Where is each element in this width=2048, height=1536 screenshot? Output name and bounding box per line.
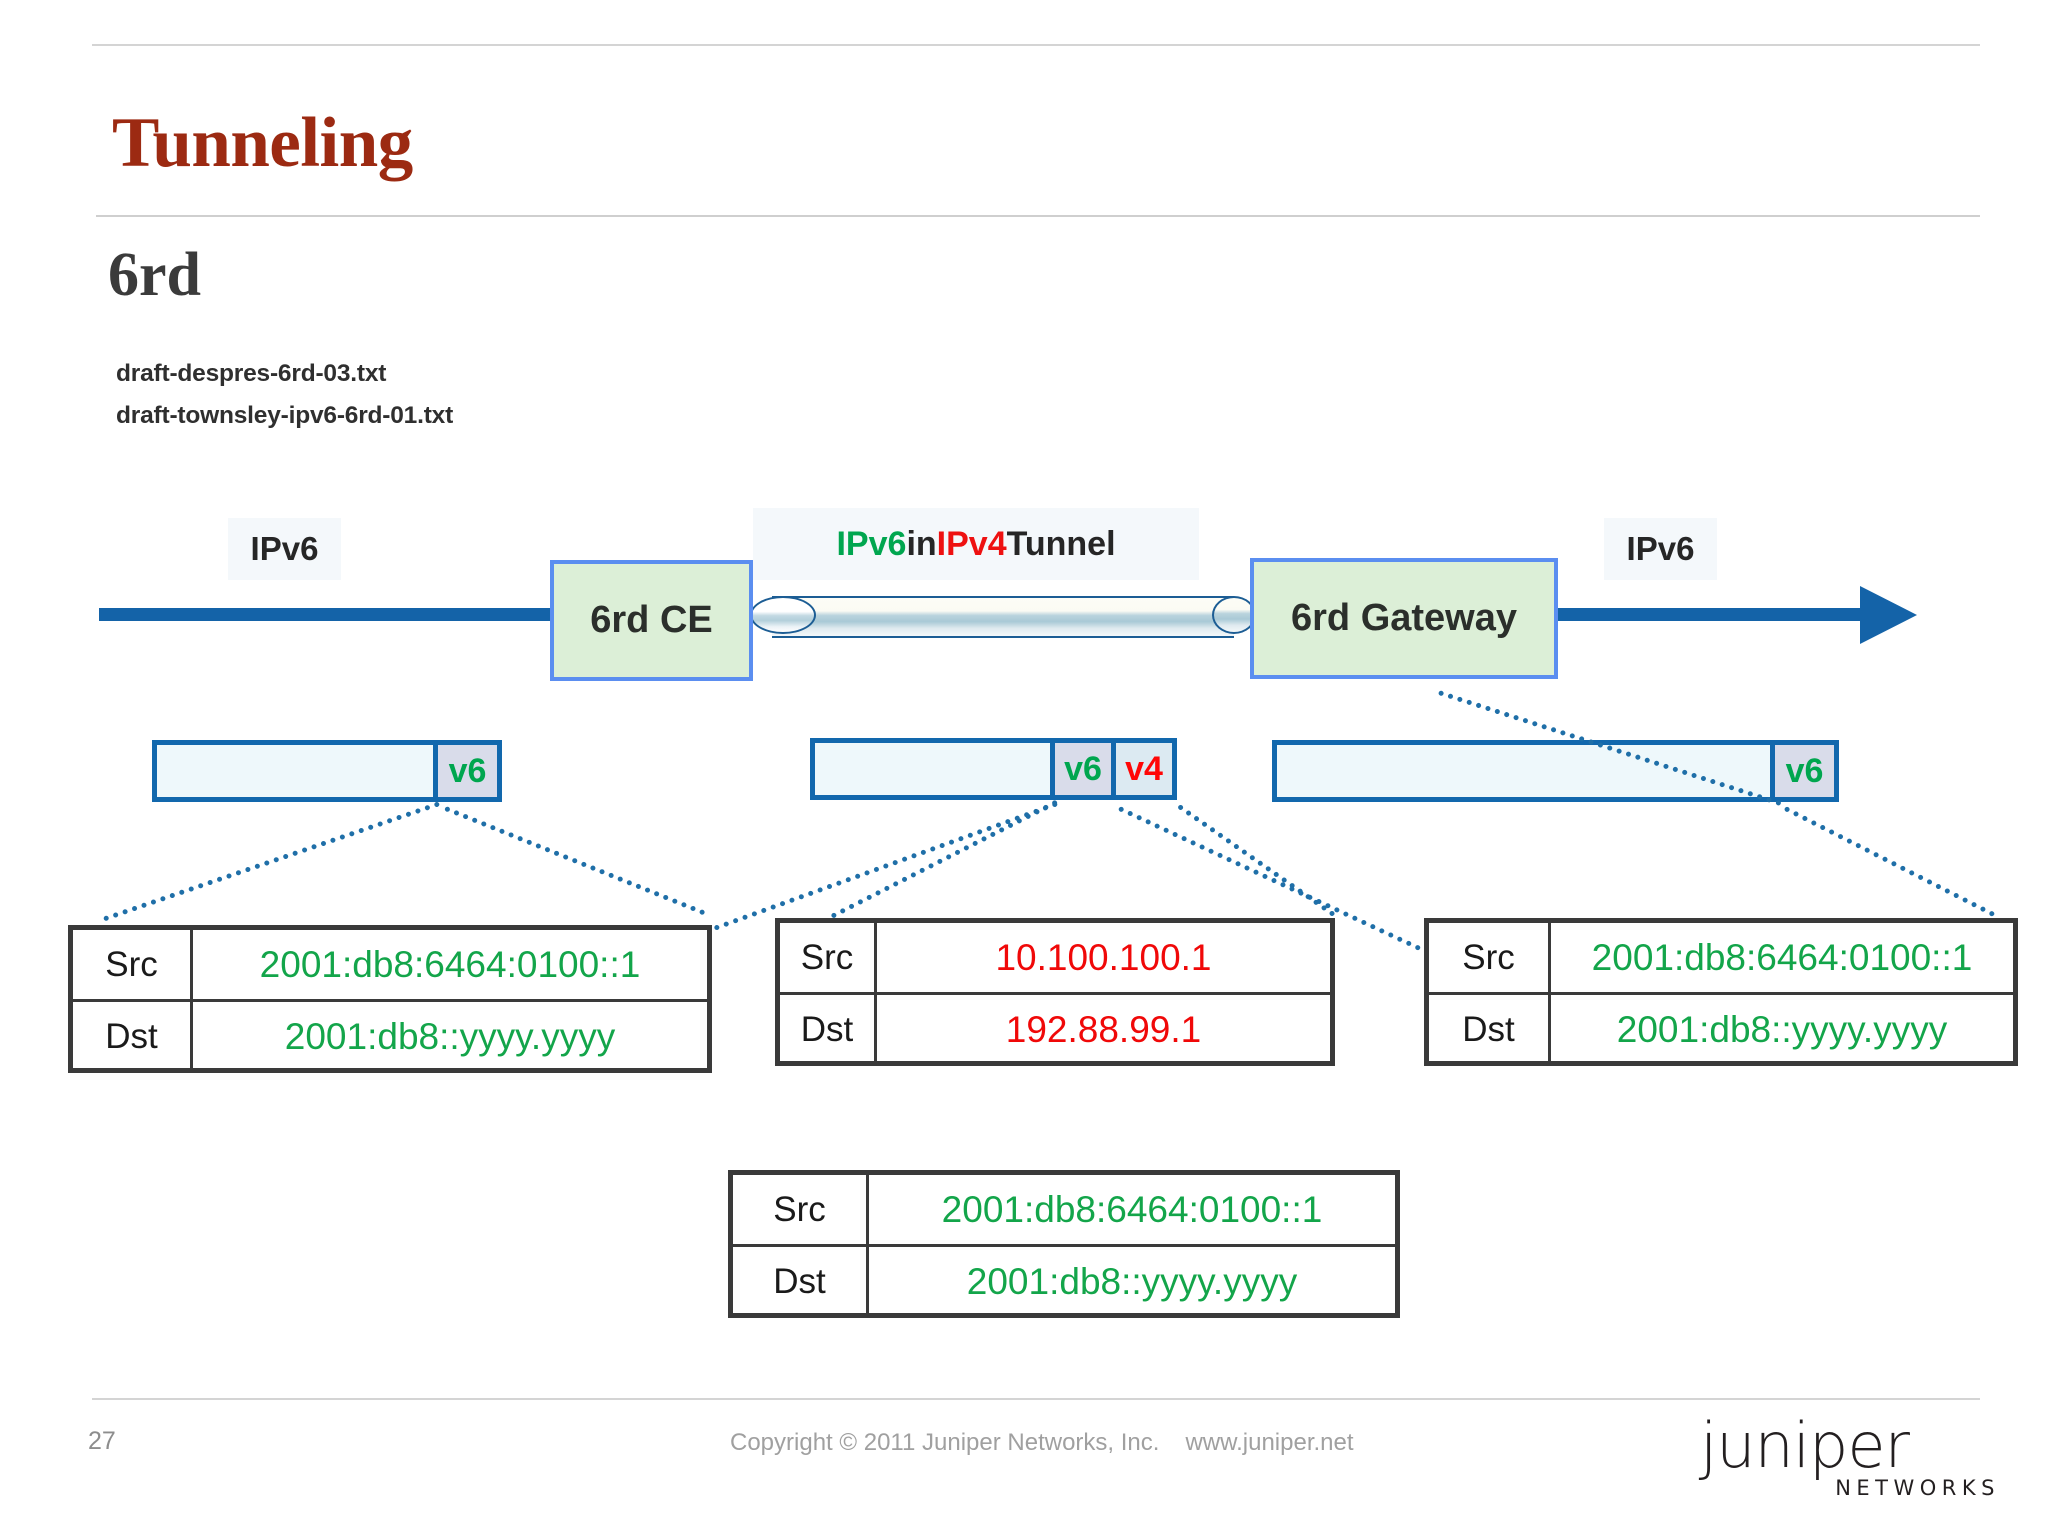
header-divider bbox=[92, 44, 1980, 46]
copyright-text: Copyright © 2011 Juniper Networks, Inc. bbox=[730, 1429, 1160, 1456]
table-row: Src 2001:db8:6464:0100::1 bbox=[1429, 923, 2013, 995]
packet-header-v4: v4 bbox=[1116, 738, 1177, 800]
packet-header-v6: v6 bbox=[1055, 738, 1116, 800]
table-cell-key: Dst bbox=[780, 995, 877, 1064]
tunnel-cap-left bbox=[750, 596, 816, 634]
logo-subtext: NETWORKS bbox=[1835, 1475, 2000, 1500]
section-subtitle: 6rd bbox=[108, 241, 201, 309]
table-row: Dst 2001:db8::yyyy.yyyy bbox=[1429, 995, 2013, 1064]
tunnel-body bbox=[772, 596, 1234, 638]
leader-line bbox=[444, 806, 706, 916]
tunnel-cylinder-icon bbox=[750, 596, 1256, 638]
arrow-right-icon bbox=[1860, 586, 1917, 644]
table-row: Dst 2001:db8::yyyy.yyyy bbox=[733, 1247, 1395, 1316]
leader-line bbox=[102, 801, 440, 922]
table-inner-ipv6-right: Src 2001:db8:6464:0100::1 Dst 2001:db8::… bbox=[1424, 918, 2018, 1066]
packet-payload bbox=[152, 740, 438, 802]
table-cell-key: Src bbox=[733, 1175, 869, 1244]
table-cell-value: 2001:db8:6464:0100::1 bbox=[259, 943, 641, 985]
table-row: Dst 192.88.99.1 bbox=[780, 995, 1330, 1064]
table-inner-ipv6-left: Src 2001:db8:6464:0100::1 Dst 2001:db8::… bbox=[68, 925, 712, 1073]
table-inner-ipv6-encapsulated: Src 2001:db8:6464:0100::1 Dst 2001:db8::… bbox=[728, 1170, 1400, 1318]
packet-bar-right: v6 bbox=[1272, 740, 1839, 802]
packet-header-v6: v6 bbox=[438, 740, 502, 802]
table-cell-value: 2001:db8::yyyy.yyyy bbox=[284, 1015, 616, 1057]
packet-bar-middle: v6 v4 bbox=[810, 738, 1177, 800]
table-cell-value: 2001:db8:6464:0100::1 bbox=[1591, 936, 1973, 978]
label-ipv6-in-ipv4-tunnel: IPv6 in IPv4 Tunnel bbox=[753, 508, 1199, 580]
table-cell-key: Src bbox=[1429, 923, 1551, 992]
draft-reference-1: draft-despres-6rd-03.txt bbox=[116, 360, 387, 387]
table-cell-key: Dst bbox=[1429, 995, 1551, 1064]
table-row: Src 2001:db8:6464:0100::1 bbox=[73, 930, 707, 1002]
table-cell-value: 192.88.99.1 bbox=[1005, 1008, 1202, 1050]
table-row: Src 2001:db8:6464:0100::1 bbox=[733, 1175, 1395, 1247]
packet-payload bbox=[1272, 740, 1775, 802]
footer-divider bbox=[92, 1398, 1980, 1400]
copyright-notice: Copyright © 2011 Juniper Networks, Inc. w… bbox=[730, 1429, 1354, 1457]
page-number: 27 bbox=[88, 1427, 116, 1455]
table-outer-ipv4: Src 10.100.100.1 Dst 192.88.99.1 bbox=[775, 918, 1335, 1066]
table-cell-key: Dst bbox=[733, 1247, 869, 1316]
packet-bar-left: v6 bbox=[152, 740, 502, 802]
table-cell-value: 2001:db8::yyyy.yyyy bbox=[966, 1260, 1298, 1302]
packet-header-v6: v6 bbox=[1775, 740, 1839, 802]
tunnel-label-tunnel: Tunnel bbox=[1006, 524, 1116, 563]
leader-line bbox=[1783, 806, 1996, 918]
title-divider bbox=[96, 215, 1980, 217]
label-ipv6-left: IPv6 bbox=[228, 518, 341, 580]
table-row: Dst 2001:db8::yyyy.yyyy bbox=[73, 1002, 707, 1071]
table-cell-key: Src bbox=[780, 923, 877, 992]
table-cell-key: Dst bbox=[73, 1002, 193, 1071]
label-ipv6-right: IPv6 bbox=[1604, 518, 1717, 580]
table-cell-value: 2001:db8:6464:0100::1 bbox=[941, 1188, 1323, 1230]
table-cell-value: 10.100.100.1 bbox=[995, 936, 1212, 978]
draft-reference-2: draft-townsley-ipv6-6rd-01.txt bbox=[116, 402, 454, 429]
table-cell-key: Src bbox=[73, 930, 193, 999]
page-title: Tunneling bbox=[112, 104, 413, 182]
footer-url: www.juniper.net bbox=[1185, 1429, 1354, 1456]
juniper-logo: juniper NETWORKS bbox=[1700, 1409, 2000, 1500]
node-6rd-ce: 6rd CE bbox=[550, 560, 753, 681]
table-cell-value: 2001:db8::yyyy.yyyy bbox=[1616, 1008, 1948, 1050]
logo-wordmark: juniper bbox=[1700, 1409, 1910, 1482]
tunnel-label-ipv6: IPv6 bbox=[836, 524, 907, 563]
tunnel-label-in: in bbox=[906, 524, 937, 563]
node-6rd-gateway: 6rd Gateway bbox=[1250, 558, 1558, 679]
packet-payload bbox=[810, 738, 1055, 800]
table-row: Src 10.100.100.1 bbox=[780, 923, 1330, 995]
tunnel-label-ipv4: IPv4 bbox=[936, 524, 1007, 563]
